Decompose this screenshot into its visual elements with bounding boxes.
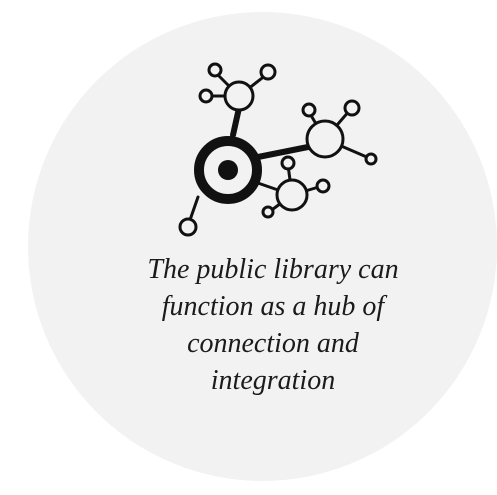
caption-line-4: integration <box>210 365 336 396</box>
badge-circle <box>28 12 497 481</box>
caption-line-3: connection and <box>187 328 359 359</box>
caption-text: The public library can function as a hub… <box>98 251 448 399</box>
caption-line-2: function as a hub of <box>161 291 385 322</box>
caption-line-1: The public library can <box>147 254 399 285</box>
